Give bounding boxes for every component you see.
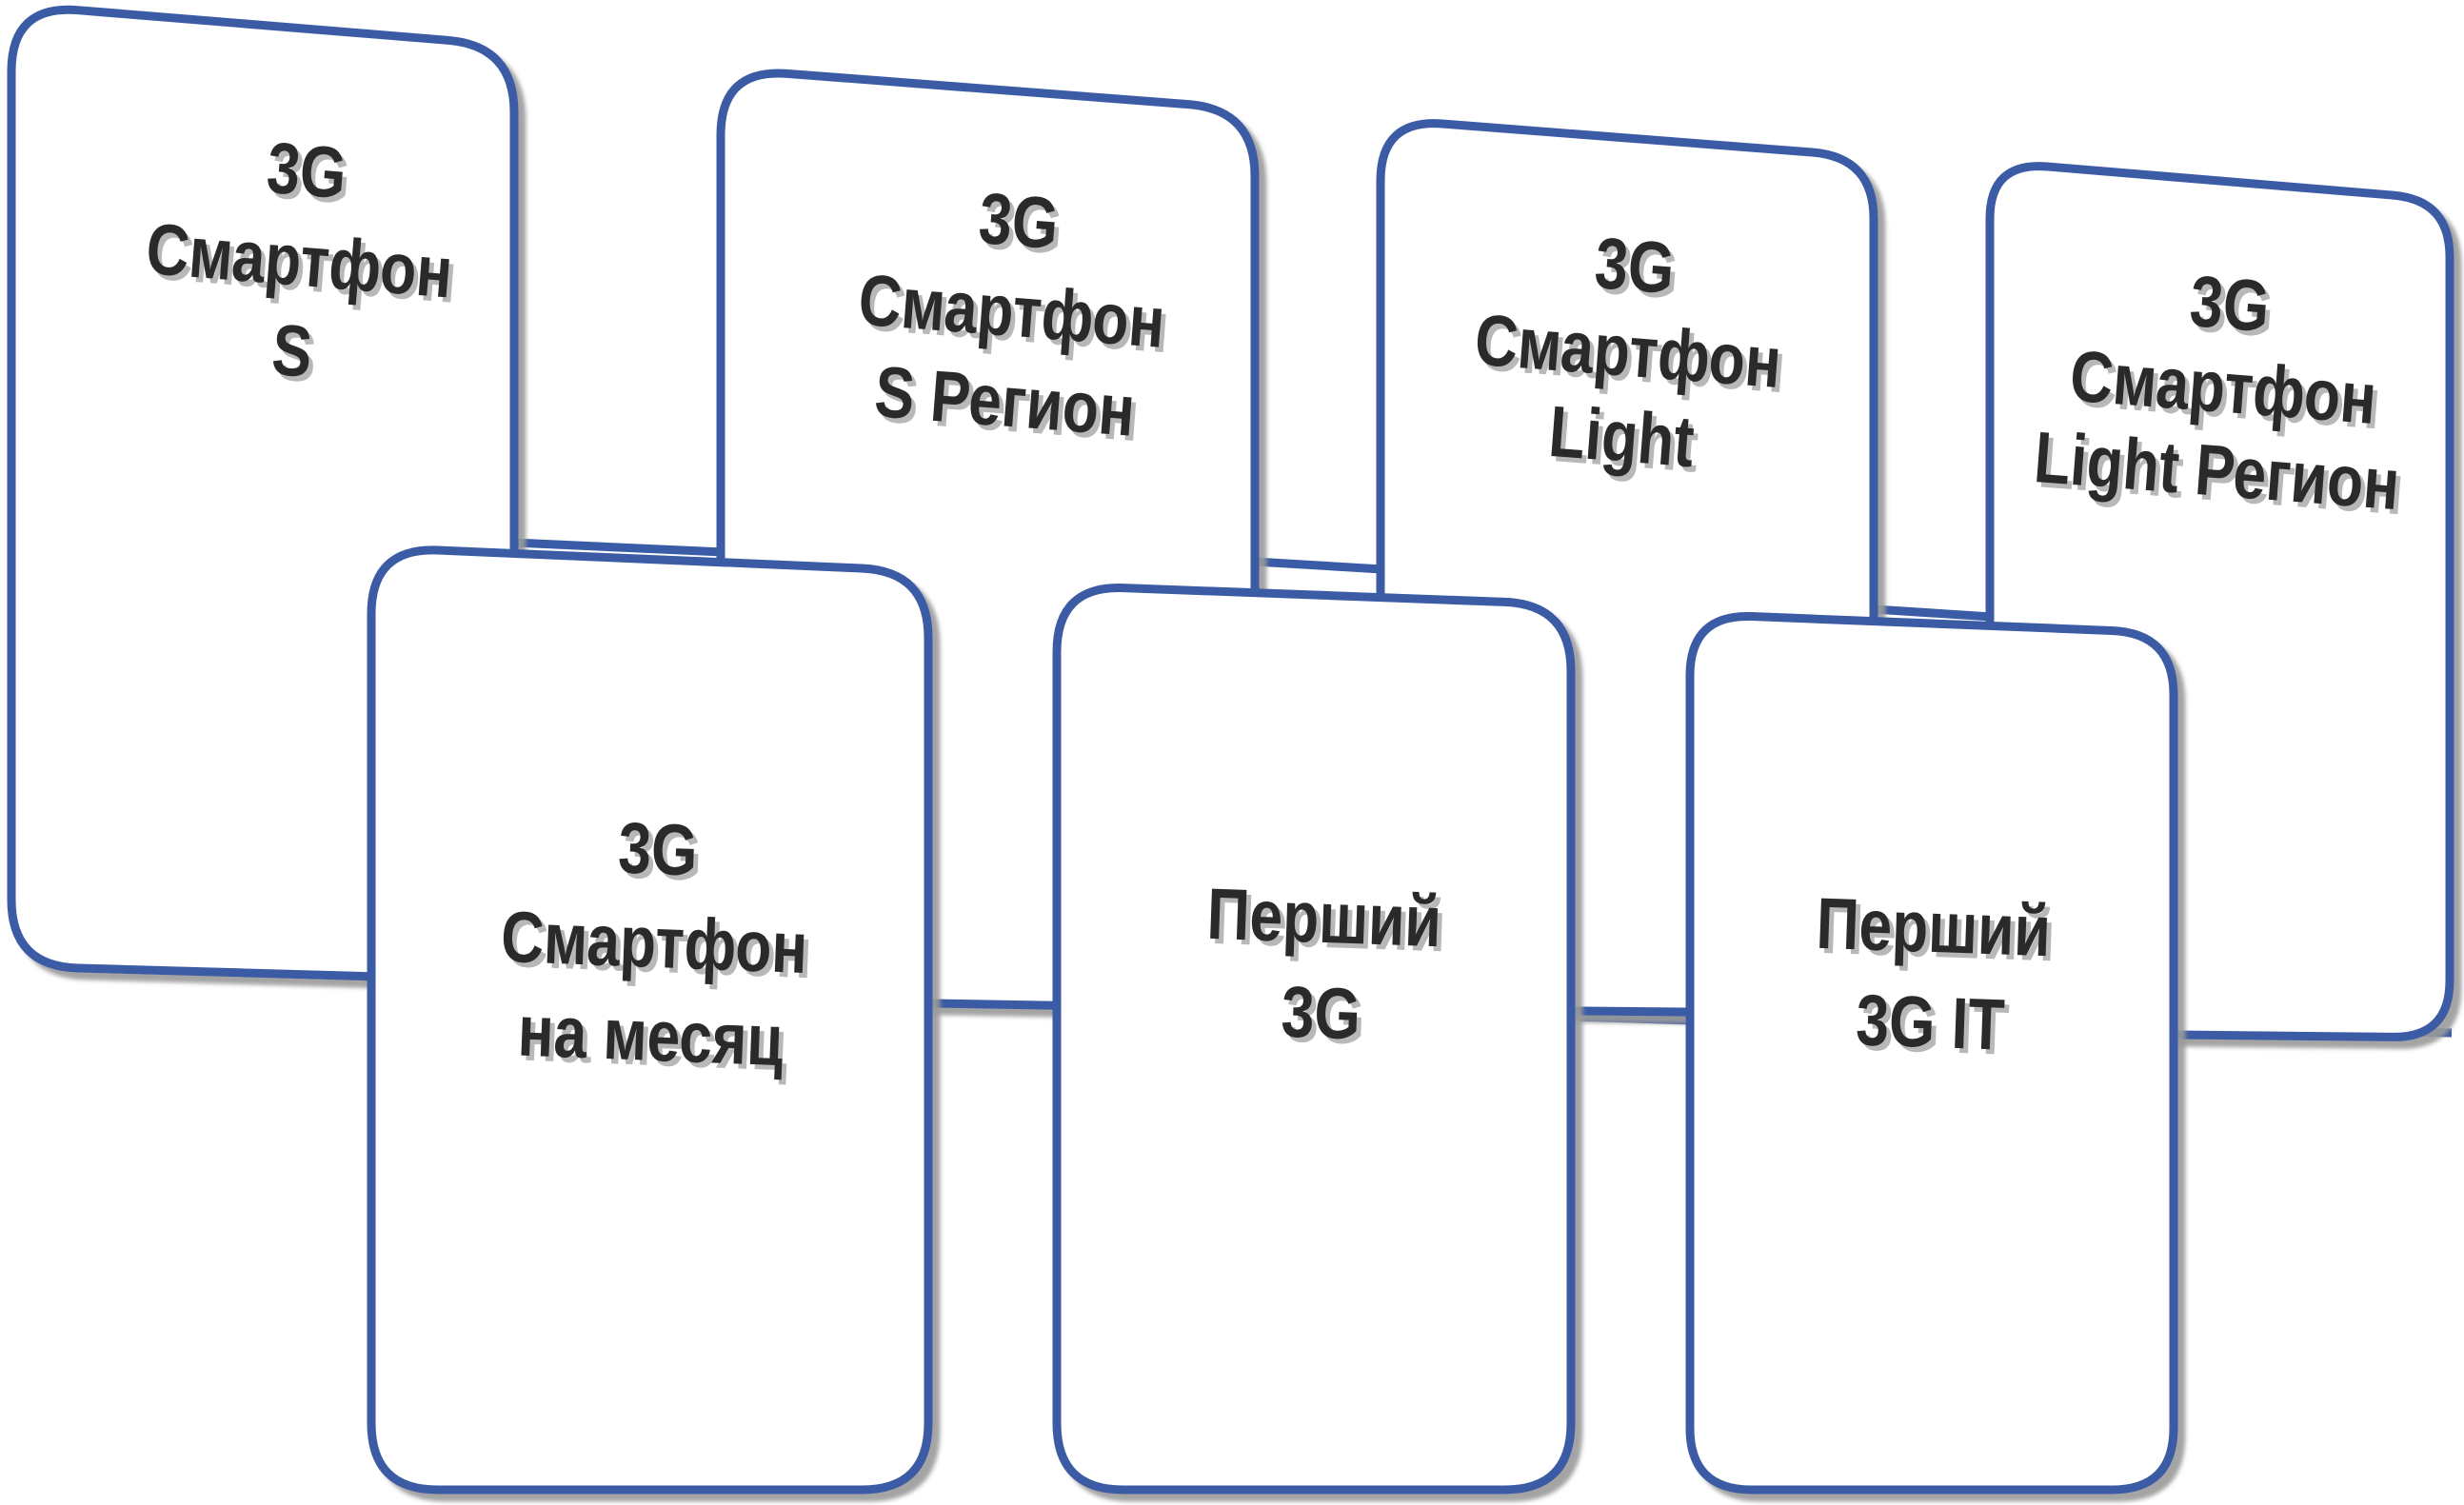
card-label-line: 3G: [617, 807, 699, 891]
card-label-shadow: S: [273, 313, 319, 397]
card-label-shadow: Перший: [1210, 878, 1447, 967]
connector-line: [1254, 557, 1383, 574]
card-label-shadow: 3G: [622, 812, 704, 896]
card-label-shadow: 3G: [981, 182, 1065, 268]
card-label-line: 3G: [1592, 222, 1677, 308]
card-label-line: Light: [1546, 390, 1697, 483]
connector-line: [1873, 604, 1993, 622]
card-label-line: 3G IT: [1855, 979, 2006, 1065]
card-label-shadow: 3G: [268, 131, 354, 219]
card-label-line: S Регион: [872, 350, 1138, 451]
card-label-shadow: Light: [1551, 395, 1701, 487]
card-label-shadow: на месяц: [521, 995, 789, 1086]
card-frame: [1052, 584, 1576, 1495]
card-frame: [1685, 612, 2178, 1495]
card-label-shadow: 3G: [2192, 265, 2276, 351]
card-label-shadow: 3G: [1284, 976, 1366, 1059]
card-label-line: 3G: [264, 127, 349, 214]
card-label-line: 3G: [976, 177, 1061, 264]
connector-line: [513, 538, 725, 557]
card-label-line: 3G: [2187, 260, 2272, 347]
card-label-line: 3G: [1280, 971, 1361, 1055]
card-label-shadow: S Регион: [876, 356, 1142, 457]
card-label-shadow: 3G IT: [1859, 984, 2011, 1071]
card-label-line: Перший: [1205, 873, 1442, 962]
card-label-shadow: 3G: [1597, 227, 1681, 313]
card-frame: [367, 545, 933, 1495]
card-label-shadow: Смартфон: [504, 901, 813, 994]
card-label-line: Перший: [1815, 882, 2052, 972]
card-label-shadow: Перший: [1819, 887, 2057, 977]
card-label-line: Смартфон: [500, 896, 809, 989]
connector-line: [1570, 1012, 1693, 1025]
card-label-line: на месяц: [517, 990, 785, 1081]
card-label-line: S: [269, 308, 315, 392]
